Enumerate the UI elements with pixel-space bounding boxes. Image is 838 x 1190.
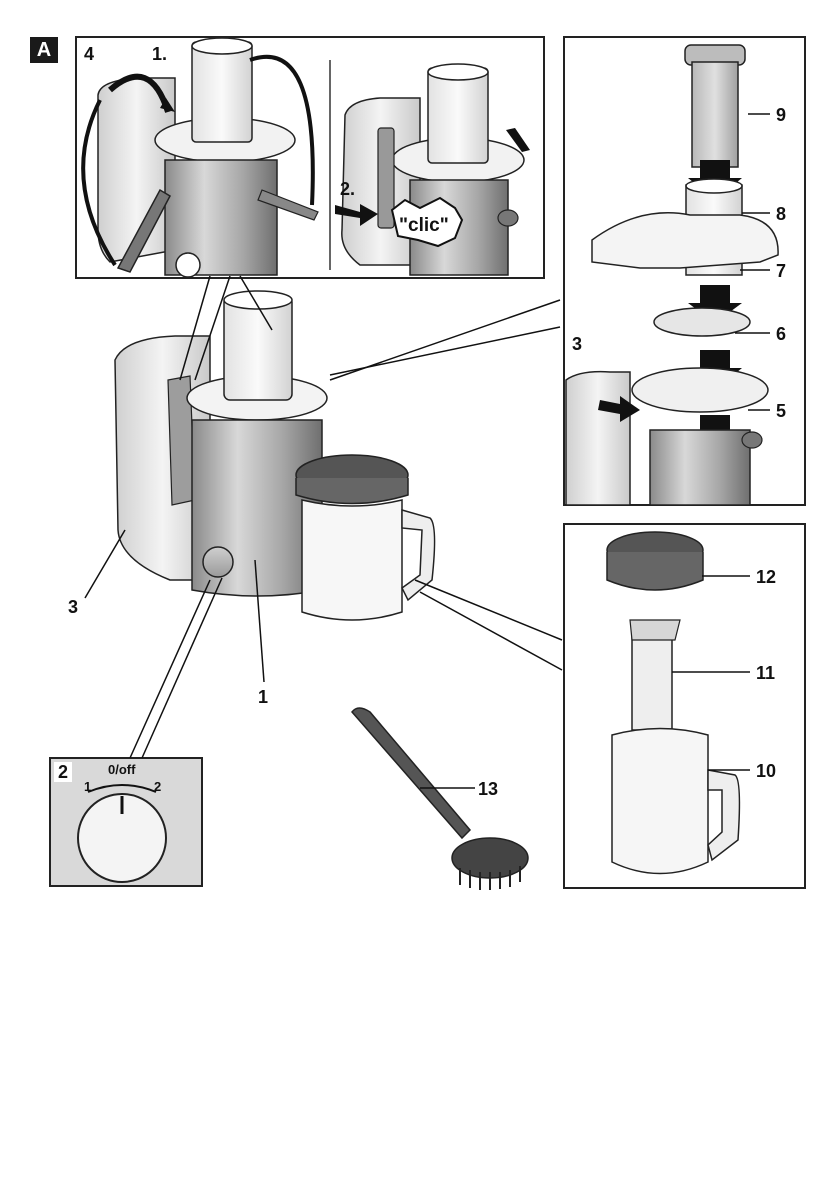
step-2-label: 2. [340,180,355,198]
part-label: 5 [776,402,786,420]
part-label: 13 [478,780,498,798]
dial-label-1: 1 [84,780,91,793]
cleaning-brush [352,708,528,890]
section-badge: A [30,37,58,63]
step-4-label: 4 [84,45,94,63]
part-label: 12 [756,568,776,586]
step-1-label: 1. [152,45,167,63]
main-juicer [115,291,435,620]
part-label: 10 [756,762,776,780]
dial-label-off: 0/off [108,763,135,776]
inset-dial [50,758,202,886]
part-label: 9 [776,106,786,124]
part-label: 3 [572,335,582,353]
part-label: 7 [776,262,786,280]
part-label: 6 [776,325,786,343]
dial-inset-number: 2 [54,762,72,782]
part-label: 1 [258,688,268,706]
part-label: 3 [68,598,78,616]
part-label: 8 [776,205,786,223]
part-label: 11 [756,664,775,682]
inset-exploded-view [564,37,805,505]
inset-assembly-steps [76,37,544,278]
clic-label: "clic" [399,216,449,235]
dial-label-2: 2 [154,780,161,793]
